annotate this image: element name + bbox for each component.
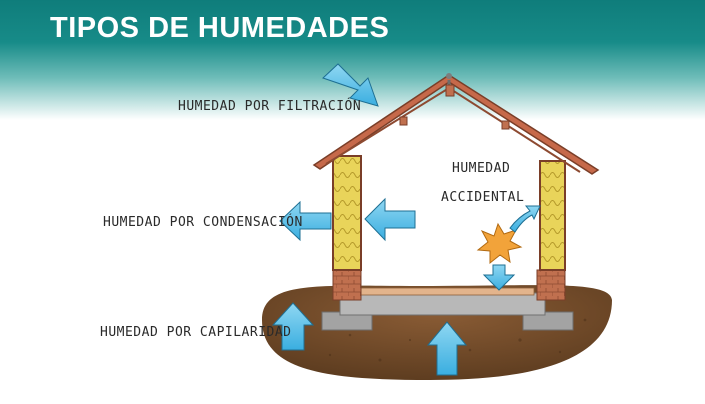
leak-arrow-up-icon [509, 205, 541, 233]
capillarity-inner-arrow-icon [426, 321, 468, 376]
leak-burst-icon [476, 222, 523, 265]
label-accidental-line2: ACCIDENTAL [441, 190, 524, 205]
right-wall [539, 160, 566, 271]
left-brick-base [332, 269, 362, 301]
label-capilaridad: HUMEDAD POR CAPILARIDAD [100, 325, 292, 340]
left-wall [332, 155, 362, 271]
capillarity-arrow-icon [271, 302, 315, 351]
right-footing [522, 311, 574, 331]
label-condensacion: HUMEDAD POR CONDENSACIÓN [103, 214, 303, 230]
filtration-arrow-icon [322, 63, 379, 107]
condensation-arrow-icon [279, 200, 332, 242]
label-accidental-line1: HUMEDAD [452, 161, 510, 176]
header-band [0, 0, 705, 120]
label-filtracion: HUMEDAD POR FILTRACIÓN [178, 98, 361, 114]
page-title: TIPOS DE HUMEDADES [50, 12, 390, 44]
soil-texture [298, 318, 587, 362]
leak-arrow-down-icon [482, 264, 516, 291]
right-brick-base [536, 269, 566, 301]
roof [312, 73, 600, 175]
floor-top [353, 287, 535, 296]
condensation-inner-arrow-icon [364, 197, 416, 242]
floor-slab [339, 292, 546, 316]
